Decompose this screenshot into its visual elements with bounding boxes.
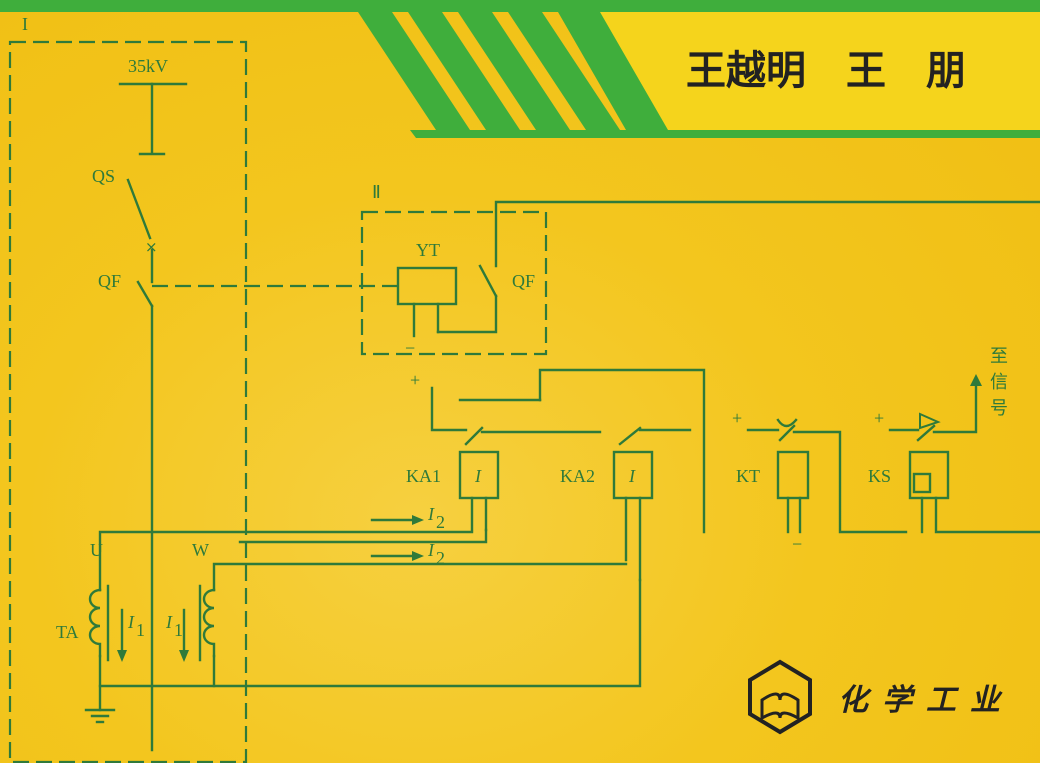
yt-minus-label: − bbox=[405, 338, 415, 358]
kt-coil bbox=[776, 450, 810, 500]
kt-contact bbox=[778, 424, 796, 442]
region-ii-label: Ⅱ bbox=[372, 182, 381, 202]
ks-signal-wire bbox=[932, 382, 978, 434]
ta-coil-w bbox=[202, 588, 216, 658]
qf-main-label: QF bbox=[98, 271, 121, 291]
kt-label: KT bbox=[736, 466, 760, 486]
phase-w-wire bbox=[212, 562, 628, 592]
kt-output-wire bbox=[792, 430, 908, 534]
yt-label: YT bbox=[416, 240, 440, 260]
i1-right-arrowhead bbox=[179, 650, 189, 662]
ka1-label: KA1 bbox=[406, 466, 441, 486]
phase-u-wire bbox=[98, 530, 474, 592]
i1-right-label: I bbox=[165, 612, 173, 632]
kt-delay-arc bbox=[776, 418, 798, 428]
ks-label: KS bbox=[868, 466, 891, 486]
top-green-band bbox=[0, 0, 1040, 12]
signal-arrow-icon bbox=[970, 374, 982, 386]
plus-label-kt: + bbox=[732, 408, 742, 428]
w-label: W bbox=[192, 540, 209, 560]
i2-bottom-label: I bbox=[427, 540, 435, 560]
i2-top-arrowhead bbox=[412, 515, 424, 525]
i2-bottom-arrowhead bbox=[412, 551, 424, 561]
signal-char-2: 信 bbox=[990, 372, 1008, 393]
authors: 王越明 王 朋 bbox=[686, 48, 966, 94]
qs-cross-mark: × bbox=[145, 238, 158, 256]
yt-to-qf-wire bbox=[436, 294, 498, 334]
plus-label-left: + bbox=[410, 370, 420, 390]
ka1-contact bbox=[464, 426, 484, 446]
banner-underline bbox=[410, 130, 1040, 138]
i2-top-sub: 2 bbox=[436, 512, 445, 532]
relay-output-wire bbox=[538, 368, 706, 534]
region-i-box bbox=[8, 40, 248, 763]
ka2-label: KA2 bbox=[560, 466, 595, 486]
ka1-coil bbox=[458, 450, 500, 500]
ka2-symbol: I bbox=[628, 466, 636, 486]
qf-blade bbox=[136, 280, 154, 308]
positive-bus-contact bbox=[430, 386, 468, 432]
yt-coil bbox=[396, 266, 458, 306]
i2-bottom-sub: 2 bbox=[436, 548, 445, 568]
ka2-contact bbox=[618, 426, 642, 446]
ks-coil bbox=[908, 450, 950, 500]
qs-label: QS bbox=[92, 166, 115, 186]
bus-voltage-label: 35kV bbox=[128, 56, 168, 76]
ta-coil-u bbox=[88, 588, 102, 658]
ka1-symbol: I bbox=[474, 466, 482, 486]
ka2-return-wire bbox=[98, 578, 642, 688]
signal-char-1: 至 bbox=[990, 346, 1008, 367]
u-label: U bbox=[90, 540, 103, 560]
plus-label-ks: + bbox=[874, 408, 884, 428]
i1-left-label: I bbox=[127, 612, 135, 632]
signal-char-3: 号 bbox=[990, 398, 1008, 419]
region-ii-box bbox=[360, 210, 548, 356]
qf-aux-contact bbox=[478, 264, 498, 298]
region-i-label: I bbox=[22, 14, 28, 34]
qs-blade bbox=[126, 178, 152, 240]
ks-flag-icon bbox=[919, 412, 941, 430]
publisher-name: 化学工业 bbox=[838, 683, 1014, 718]
i2-top-label: I bbox=[427, 504, 435, 524]
i1-left-arrowhead bbox=[117, 650, 127, 662]
ka1-return-wire bbox=[238, 528, 488, 544]
ks-output-wire bbox=[934, 496, 1040, 534]
ks-indicator bbox=[912, 472, 932, 494]
publisher-logo-icon bbox=[748, 659, 812, 735]
ta-label: TA bbox=[56, 622, 79, 642]
green-stripes bbox=[358, 12, 668, 130]
kt-minus-label: − bbox=[792, 534, 802, 554]
title-banner bbox=[600, 12, 1040, 130]
ks-contact bbox=[916, 424, 936, 442]
trip-wire-top bbox=[494, 200, 1040, 268]
qf-aux-label: QF bbox=[512, 271, 535, 291]
ka2-coil bbox=[612, 450, 654, 500]
i1-right-sub: 1 bbox=[174, 620, 183, 640]
i1-left-sub: 1 bbox=[136, 620, 145, 640]
